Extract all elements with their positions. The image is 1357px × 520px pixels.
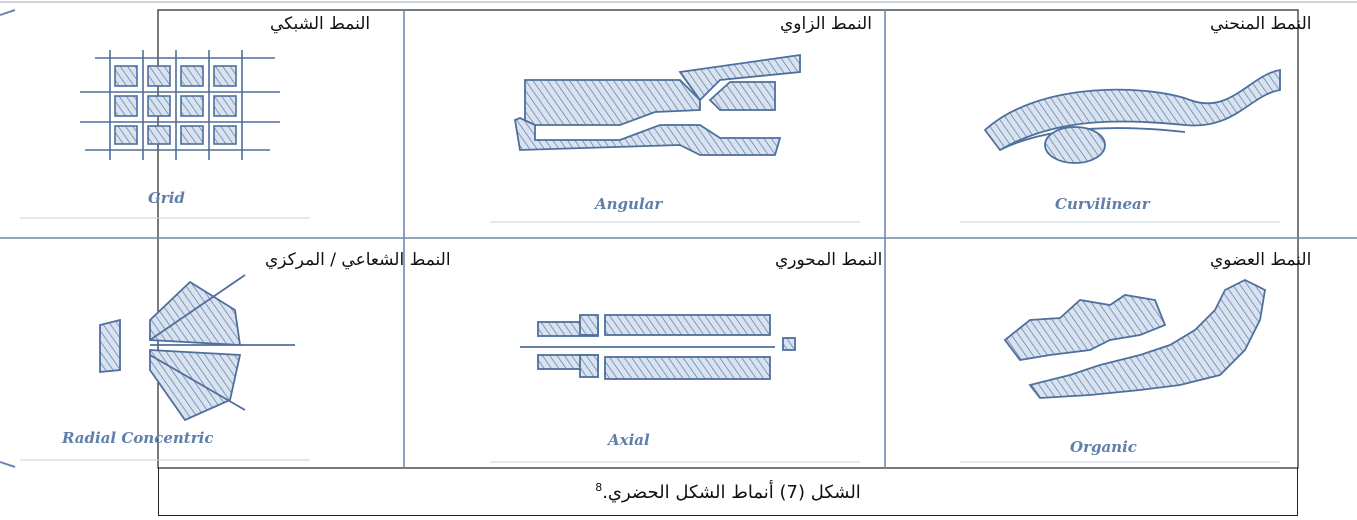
axial-pattern-label: النمط المحوري xyxy=(775,250,883,270)
axial-sketch xyxy=(520,314,796,380)
angular-pattern-label: النمط الزاوي xyxy=(780,14,872,34)
grid-sketch xyxy=(80,50,280,160)
grid-pattern-label: النمط الشبكي xyxy=(270,14,371,34)
axial-en-label: Axial xyxy=(608,431,650,449)
organic-sketch xyxy=(1003,278,1266,399)
curvilinear-sketch xyxy=(983,68,1281,164)
radial-en-label: Radial Concentric xyxy=(62,429,214,447)
figure-caption-box: الشكل (7) أنماط الشكل الحضري.8 xyxy=(158,468,1298,516)
organic-pattern-label: النمط العضوي xyxy=(1210,250,1312,270)
grid-en-label: Grid xyxy=(148,189,185,207)
urban-form-patterns-figure xyxy=(0,0,1357,470)
organic-en-label: Organic xyxy=(1070,438,1137,456)
radial-pattern-label: النمط الشعاعي / المركزي xyxy=(265,250,451,270)
angular-sketch xyxy=(513,53,801,156)
curvilinear-en-label: Curvilinear xyxy=(1055,195,1150,213)
caption-footnote-ref: 8 xyxy=(595,480,603,494)
caption-text: الشكل (7) أنماط الشكل الحضري. xyxy=(602,481,861,503)
figure-caption: الشكل (7) أنماط الشكل الحضري.8 xyxy=(595,481,861,503)
curvilinear-pattern-label: النمط المنحني xyxy=(1210,14,1312,34)
angular-en-label: Angular xyxy=(595,195,663,213)
radial-sketch xyxy=(99,274,295,422)
